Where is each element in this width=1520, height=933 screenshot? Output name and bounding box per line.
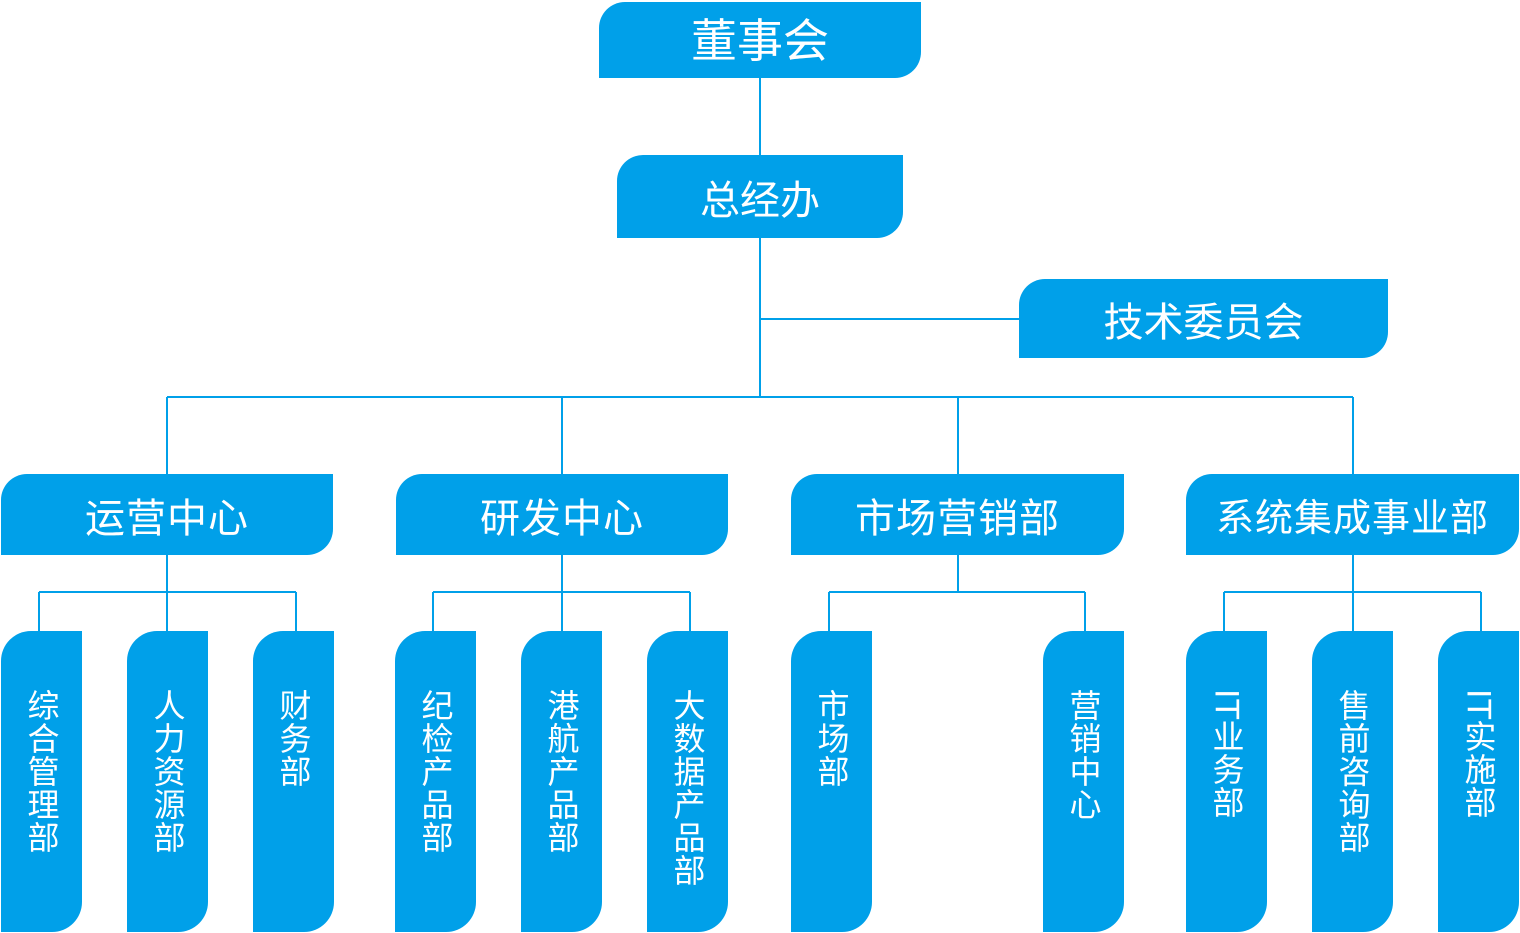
node-tech-committee: 技术委员会 (1019, 279, 1388, 358)
node-dept-label: 大数据产品部 (668, 689, 707, 887)
node-dept-label: 人力资源部 (148, 689, 187, 854)
node-dept-label: 售前咨询部 (1333, 689, 1372, 854)
node-dept-label: 综合管理部 (22, 689, 61, 854)
node-dept: 售前咨询部 (1312, 631, 1393, 932)
node-dept: 大数据产品部 (647, 631, 728, 932)
node-dept-label: IT业务部 (1207, 689, 1246, 819)
node-dept: 纪检产品部 (395, 631, 476, 932)
node-dept: 港航产品部 (521, 631, 602, 932)
node-dept-label: IT实施部 (1459, 689, 1498, 819)
node-dept: 人力资源部 (127, 631, 208, 932)
node-tech-committee-label: 技术委员会 (1103, 299, 1304, 346)
node-dept-label: 港航产品部 (542, 689, 581, 854)
node-board: 董事会 (599, 2, 921, 78)
node-dept-label: 纪检产品部 (416, 689, 455, 854)
node-division-label: 系统集成事业部 (1215, 496, 1489, 540)
node-dept: 市场部 (791, 631, 872, 932)
node-general-office: 总经办 (617, 155, 903, 238)
node-division-rnd: 研发中心 (396, 474, 728, 555)
node-division-label: 运营中心 (85, 495, 249, 542)
node-board-label: 董事会 (691, 14, 829, 68)
node-dept: 综合管理部 (1, 631, 82, 932)
node-division-operations: 运营中心 (1, 474, 333, 555)
node-dept-label: 市场部 (812, 689, 851, 788)
node-dept: 营销中心 (1043, 631, 1124, 932)
node-dept: 财务部 (253, 631, 334, 932)
node-dept: IT业务部 (1186, 631, 1267, 932)
node-division-label: 研发中心 (480, 495, 644, 542)
node-division-label: 市场营销部 (855, 495, 1060, 542)
node-general-office-label: 总经办 (700, 177, 820, 224)
node-division-system-integration: 系统集成事业部 (1186, 474, 1519, 555)
node-dept-label: 财务部 (274, 689, 313, 788)
node-dept: IT实施部 (1438, 631, 1519, 932)
node-division-marketing: 市场营销部 (791, 474, 1124, 555)
node-dept-label: 营销中心 (1064, 689, 1103, 821)
